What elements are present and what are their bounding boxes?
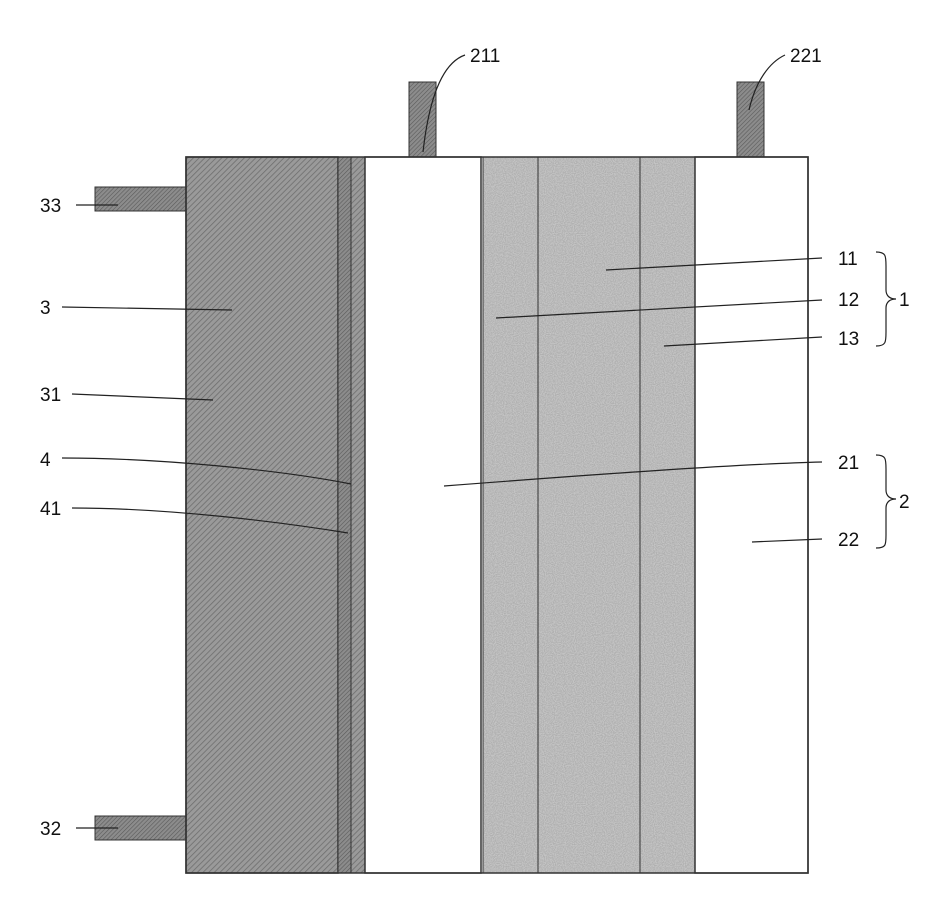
pipe-33 — [95, 187, 186, 211]
label-21: 21 — [838, 453, 859, 474]
brace-1 — [876, 252, 896, 346]
terminal-tab-221 — [737, 82, 764, 158]
label-13: 13 — [838, 329, 859, 350]
label-4: 4 — [40, 450, 51, 471]
label-41: 41 — [40, 499, 61, 520]
label-31: 31 — [40, 385, 61, 406]
label-12: 12 — [838, 290, 859, 311]
label-221: 221 — [790, 46, 822, 67]
brace-2 — [876, 455, 896, 548]
label-2: 2 — [899, 492, 910, 513]
electrode-assembly-1 — [483, 157, 695, 873]
label-32: 32 — [40, 819, 61, 840]
terminal-tab-211 — [409, 82, 436, 158]
label-1: 1 — [899, 290, 910, 311]
layer-4 — [351, 157, 365, 873]
label-3: 3 — [40, 298, 51, 319]
label-33: 33 — [40, 196, 61, 217]
label-11: 11 — [838, 249, 858, 270]
label-211: 211 — [470, 46, 500, 67]
label-22: 22 — [838, 530, 859, 551]
layer-41 — [338, 157, 351, 873]
electrode-21 — [365, 157, 481, 873]
